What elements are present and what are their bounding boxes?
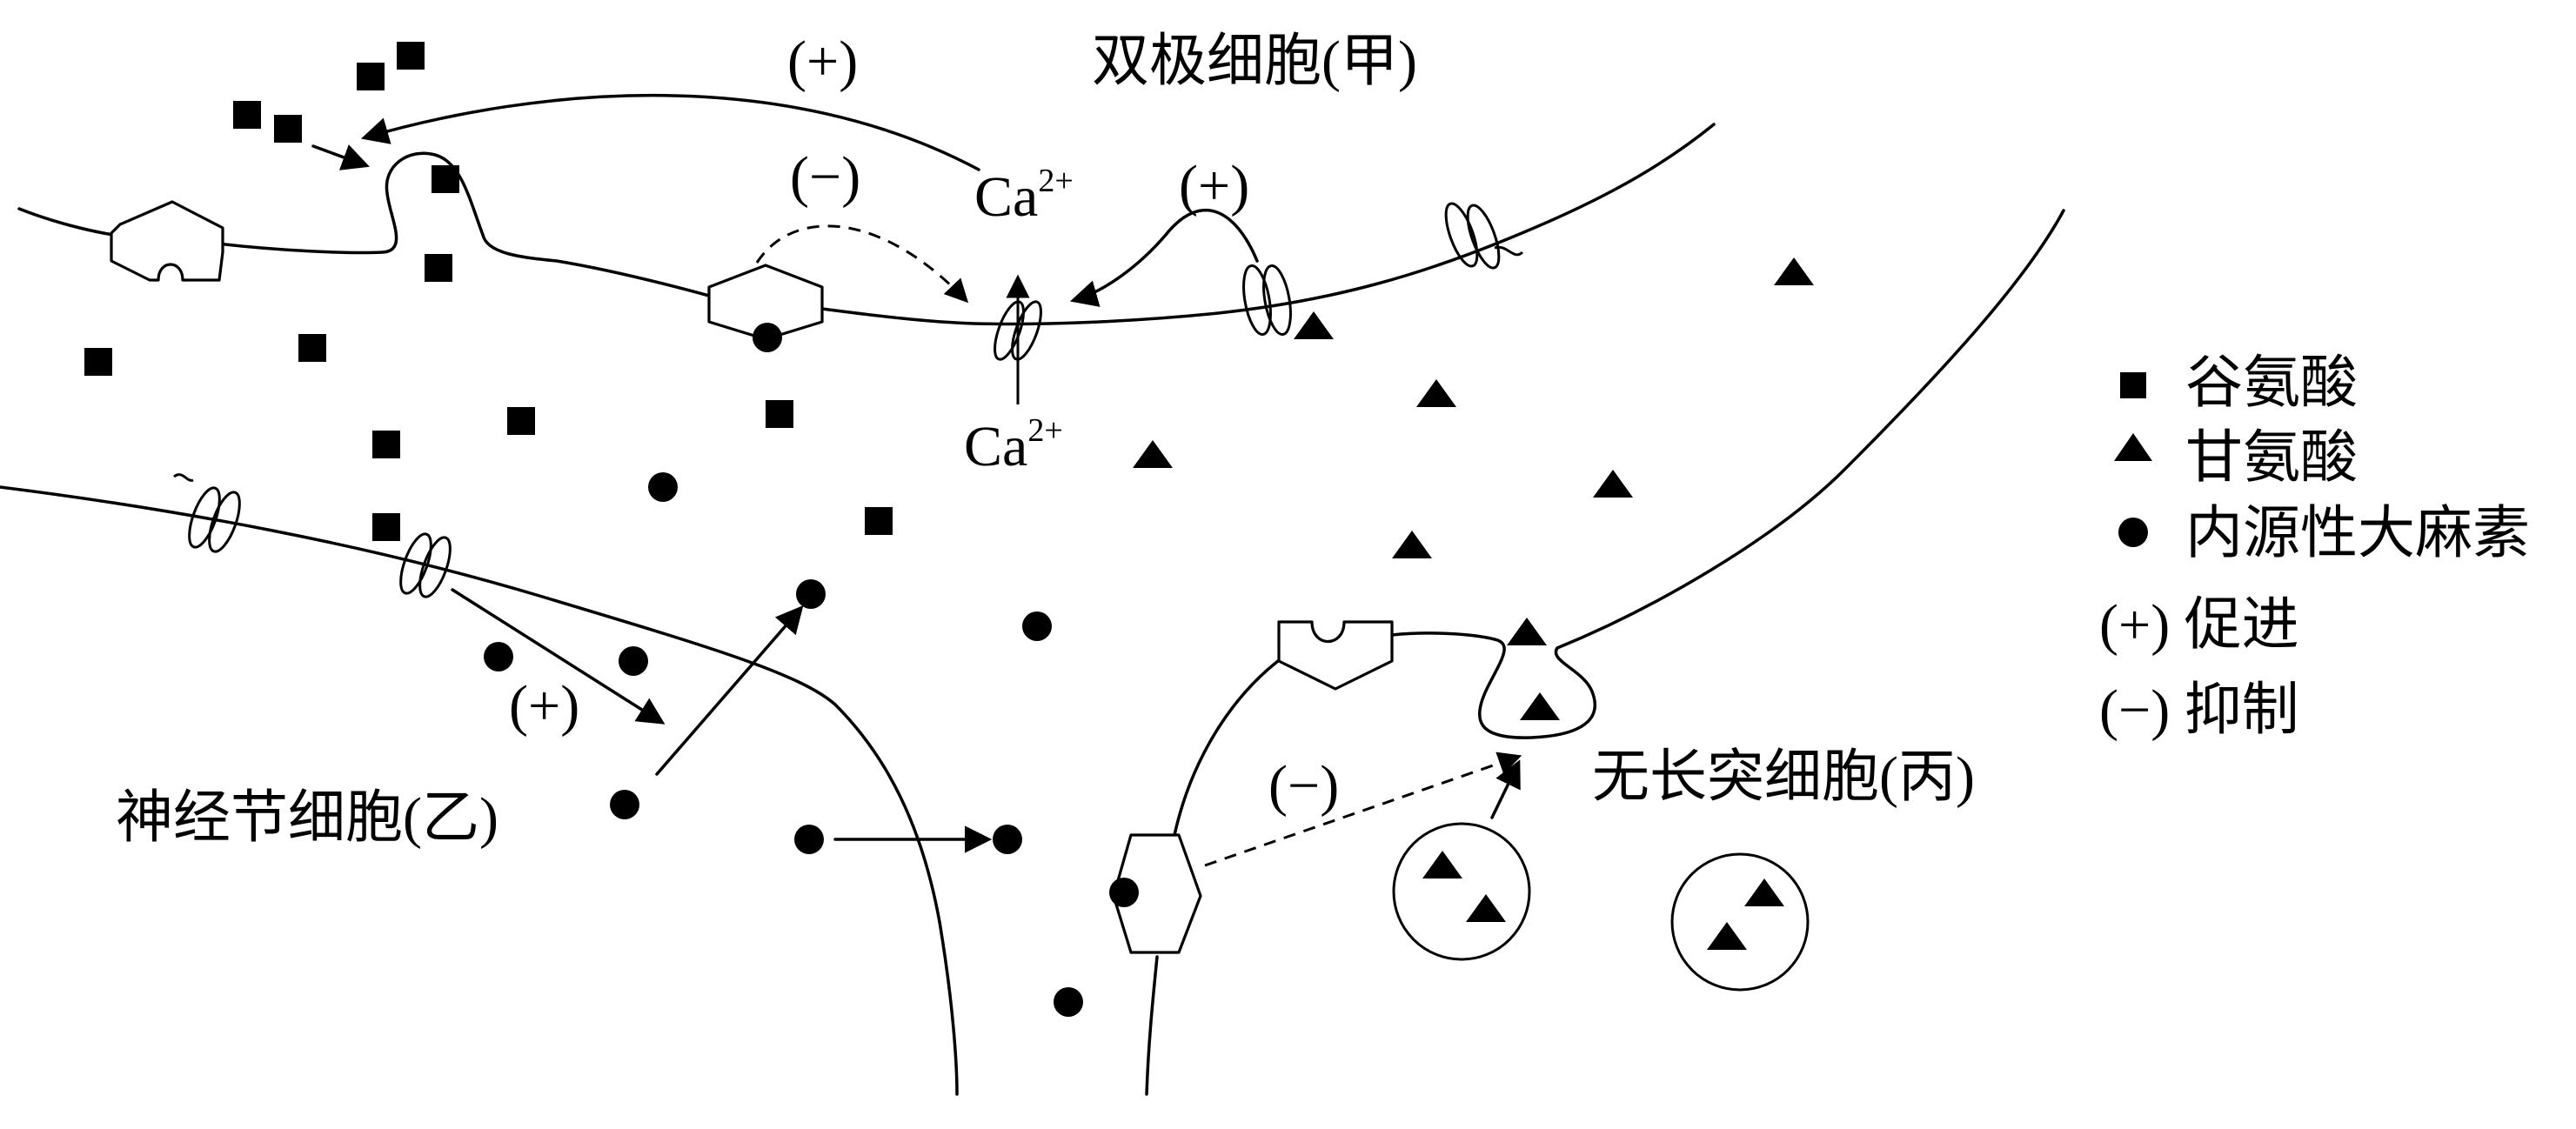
legend-glutamate-label: 谷氨酸 bbox=[2185, 351, 2358, 415]
glutamate-mark bbox=[507, 407, 535, 435]
receptor-arch-shape bbox=[110, 200, 224, 282]
endocannabinoid-mark bbox=[1109, 878, 1139, 907]
calcium-channel-center bbox=[994, 274, 1042, 404]
label-amacrine-cell: 无长突细胞(丙) bbox=[1592, 745, 1975, 809]
legend-glycine-icon bbox=[2114, 433, 2152, 461]
vesicle-2 bbox=[1670, 852, 1810, 992]
label-ganglion-cell: 神经节细胞(乙) bbox=[116, 786, 498, 850]
effect-promote-top: (+) bbox=[787, 30, 858, 93]
glycine-molecules bbox=[1133, 257, 1814, 950]
glycine-mark bbox=[1392, 531, 1432, 558]
glycine-mark bbox=[1520, 692, 1560, 720]
glycine-mark bbox=[1707, 922, 1747, 950]
glutamate-mark bbox=[865, 507, 893, 535]
glutamate-mark bbox=[397, 42, 425, 70]
endocannabinoid-molecules bbox=[484, 323, 1139, 1017]
legend-glycine-label: 甘氨酸 bbox=[2185, 426, 2358, 490]
glycine-mark bbox=[1133, 440, 1173, 468]
arrow-inhibit-ca-channel bbox=[755, 224, 969, 304]
endocannabinoid-mark bbox=[796, 579, 826, 609]
endocannabinoid-mark bbox=[1054, 987, 1083, 1017]
glutamate-mark bbox=[432, 165, 459, 193]
ion-channel-bipolar-far bbox=[1444, 202, 1524, 270]
calcium-top-base: Ca bbox=[974, 165, 1038, 229]
arrow-inhibit-glycine-release bbox=[1204, 752, 1522, 867]
arrow-promote-ca-channel bbox=[1069, 209, 1259, 307]
calcium-bottom-charge: 2+ bbox=[1027, 412, 1062, 449]
label-bipolar-cell: 双极细胞(甲) bbox=[1092, 30, 1417, 93]
calcium-bottom-base: Ca bbox=[964, 415, 1027, 478]
glycine-mark bbox=[1593, 470, 1633, 498]
arrow-vesicle-to-release bbox=[1490, 759, 1521, 819]
label-calcium-bottom: Ca2+ bbox=[964, 412, 1063, 478]
effect-inhibit-bipolar: (−) bbox=[790, 145, 860, 209]
glutamate-molecules bbox=[84, 42, 893, 541]
legend-endocannabinoid-label: 内源性大麻素 bbox=[2185, 502, 2530, 565]
glycine-mark bbox=[1466, 894, 1506, 922]
arrow-cannabinoid-release-up bbox=[655, 605, 804, 776]
ion-channel-bipolar-right bbox=[1242, 264, 1292, 336]
svg-text:Ca2+: Ca2+ bbox=[974, 163, 1074, 229]
endocannabinoid-mark bbox=[753, 323, 782, 352]
receptor-arch-amacrine bbox=[1277, 620, 1394, 691]
glycine-mark bbox=[1294, 311, 1334, 339]
endocannabinoid-mark bbox=[610, 790, 639, 819]
endocannabinoid-mark bbox=[619, 646, 648, 676]
endocannabinoid-mark bbox=[993, 825, 1022, 854]
glutamate-mark bbox=[766, 400, 793, 428]
legend: 谷氨酸 甘氨酸 内源性大麻素 (+) 促进 (−) 抑制 bbox=[2099, 351, 2530, 742]
ion-channel-ganglion-left bbox=[173, 473, 241, 553]
bipolar-cell-membrane bbox=[17, 123, 1716, 326]
glutamate-mark bbox=[372, 431, 400, 458]
glutamate-mark bbox=[357, 63, 385, 90]
glycine-mark bbox=[1416, 379, 1456, 407]
glutamate-mark bbox=[84, 348, 112, 376]
glycine-mark bbox=[1507, 618, 1547, 645]
endocannabinoid-mark bbox=[648, 472, 678, 502]
cb1-receptor-bipolar bbox=[707, 264, 824, 341]
svg-text:Ca2+: Ca2+ bbox=[964, 412, 1063, 478]
legend-endocannabinoid-icon bbox=[2118, 518, 2148, 547]
glutamate-mark bbox=[233, 101, 261, 129]
glycine-mark bbox=[1774, 257, 1814, 285]
endocannabinoid-mark bbox=[794, 825, 824, 854]
arrow-glutamate-uptake bbox=[311, 144, 370, 170]
amacrine-cell-membrane bbox=[1145, 209, 2065, 1096]
glycine-mark bbox=[1422, 851, 1462, 878]
effect-promote-right: (+) bbox=[1179, 154, 1249, 217]
legend-inhibit-label: (−) 抑制 bbox=[2099, 678, 2299, 742]
ganglion-cell-membrane bbox=[0, 485, 959, 1096]
label-calcium-top: Ca2+ bbox=[974, 163, 1074, 229]
effect-promote-ganglion: (+) bbox=[509, 674, 579, 738]
glutamate-mark bbox=[425, 254, 452, 282]
legend-glutamate-icon bbox=[2120, 372, 2146, 398]
glycine-mark bbox=[1744, 878, 1784, 906]
arrow-ca-to-release bbox=[360, 94, 980, 171]
glutamate-mark bbox=[372, 513, 400, 541]
glutamate-mark bbox=[298, 334, 326, 362]
calcium-top-charge: 2+ bbox=[1038, 163, 1073, 199]
endocannabinoid-mark bbox=[1022, 611, 1052, 641]
effect-inhibit-amacrine: (−) bbox=[1268, 754, 1339, 818]
endocannabinoid-mark bbox=[484, 642, 513, 671]
arrow-channel-to-ganglion bbox=[451, 588, 666, 725]
ion-channel-ganglion-right bbox=[399, 532, 452, 598]
vesicle-1 bbox=[1392, 822, 1531, 961]
glutamate-mark bbox=[274, 115, 302, 143]
legend-promote-label: (+) 促进 bbox=[2099, 593, 2299, 657]
